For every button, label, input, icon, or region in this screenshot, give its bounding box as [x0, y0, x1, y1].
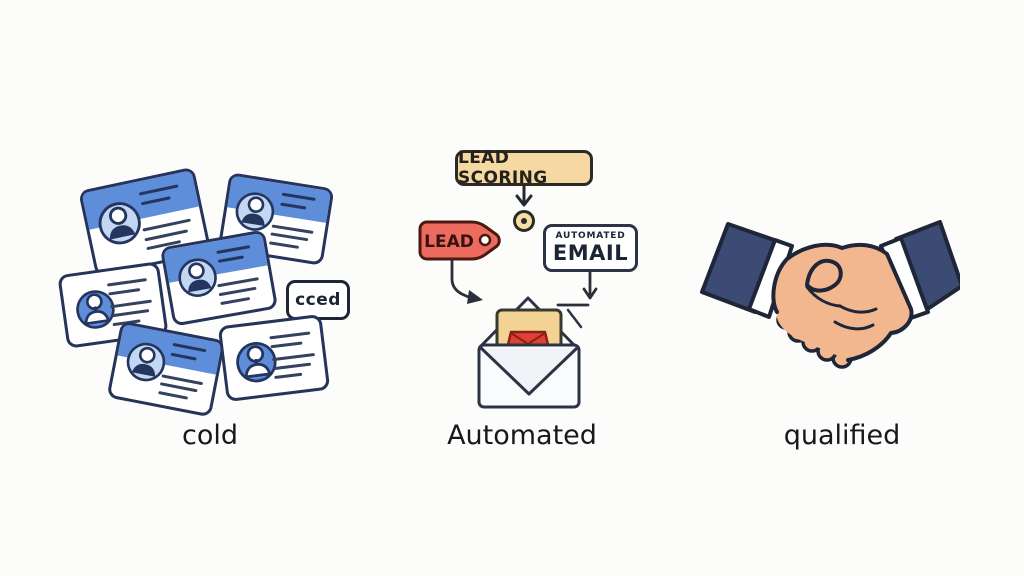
text-line [159, 382, 198, 393]
text-line [220, 296, 251, 305]
flow-arrow-scoring [515, 184, 533, 207]
text-line [272, 352, 316, 362]
text-line [273, 362, 312, 371]
envelope-icon [477, 296, 583, 409]
contact-card [106, 320, 226, 418]
text-line [143, 228, 189, 242]
contact-card [159, 229, 279, 327]
left-cuff [747, 238, 794, 319]
score-target-icon [513, 210, 535, 232]
person-avatar-icon [236, 342, 277, 383]
text-line [158, 391, 189, 400]
person-avatar-icon [98, 202, 141, 245]
text-line [270, 232, 309, 242]
automated-email-box: AUTOMATED EMAIL [543, 224, 638, 272]
lead-tag-label: LEAD [424, 232, 474, 252]
contact-card [78, 166, 212, 278]
contact-chip: cced [286, 280, 350, 320]
flow-arrow-lead [450, 258, 483, 304]
text-line [218, 286, 257, 297]
contact-card [57, 261, 169, 349]
text-line [217, 277, 259, 288]
handshake-icon [700, 220, 960, 369]
text-line [110, 299, 153, 309]
stage-label-cold: cold [181, 420, 238, 451]
contact-card [217, 313, 331, 403]
person-avatar-icon [235, 192, 275, 231]
text-line [107, 278, 148, 287]
thumb [805, 258, 843, 293]
text-line [268, 241, 300, 249]
person-avatar-icon [76, 290, 115, 329]
contact-card [217, 172, 335, 266]
text-line [271, 224, 314, 234]
text-line [111, 308, 149, 318]
lead-scoring-badge: LEAD SCORING [455, 148, 593, 188]
flow-arrow-email [556, 270, 598, 307]
automated-email-line1: AUTOMATED [555, 231, 626, 241]
text-line [269, 330, 311, 339]
automation-flow-graphics: LEAD [418, 184, 598, 409]
stage-label-qualified: qualified [783, 420, 901, 451]
hands-outline [771, 242, 914, 362]
finger-creases [805, 285, 878, 331]
automated-email-line2: EMAIL [552, 241, 629, 265]
lead-tag: LEAD [418, 220, 501, 261]
person-avatar-icon [126, 342, 166, 382]
stage-label-automated: Automated [447, 420, 597, 451]
person-avatar-icon [178, 258, 217, 297]
